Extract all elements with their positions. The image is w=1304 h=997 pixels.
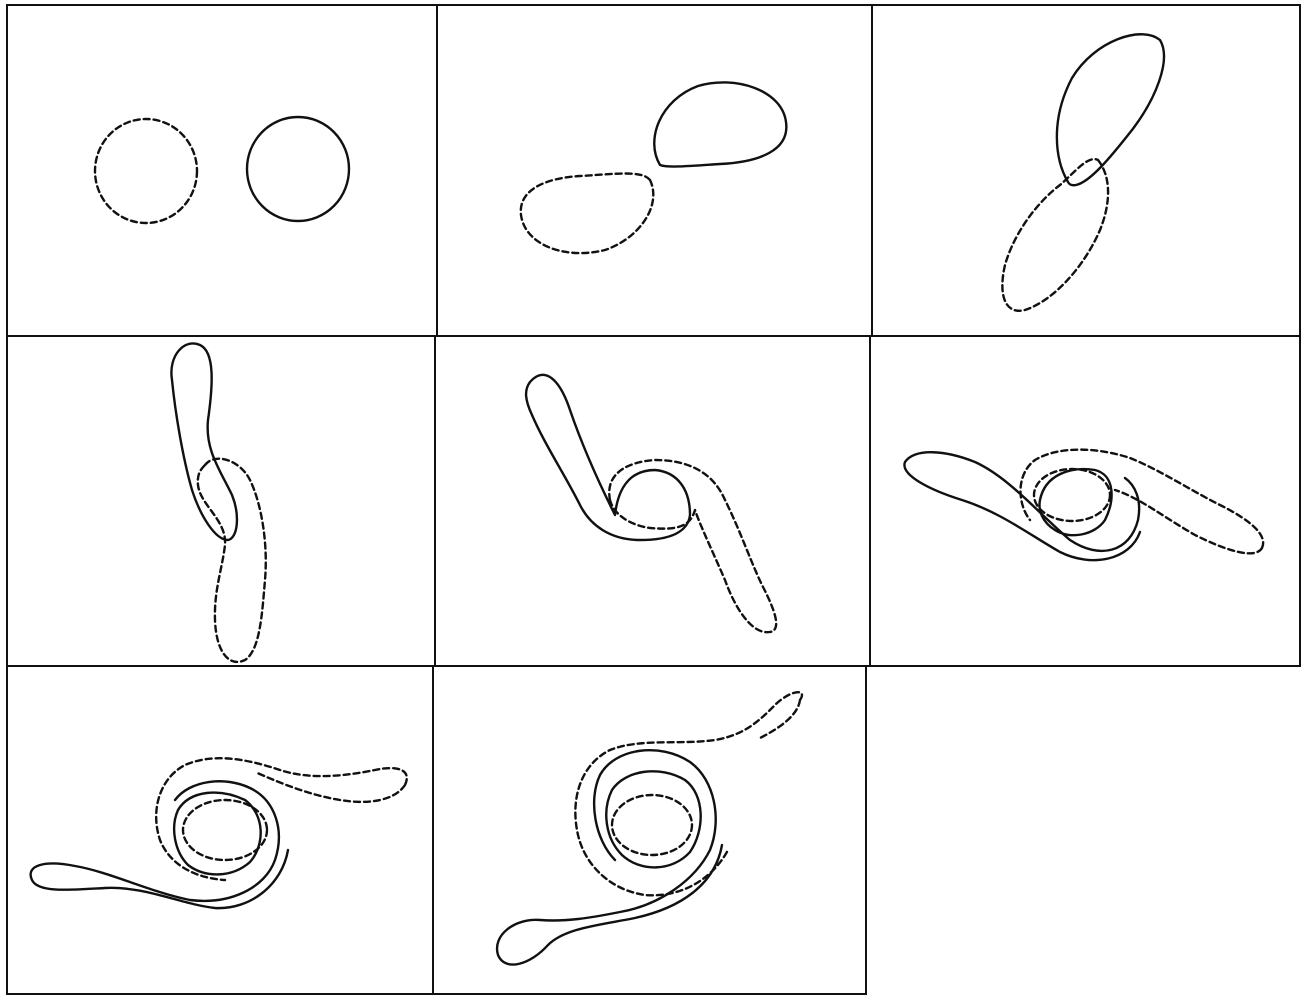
panel-3-solid-contour [1057,34,1164,185]
panel-7-frame [7,666,433,994]
panel-1-solid-contour [247,117,349,221]
panel-7-dashed-core [183,800,267,860]
panel-6-frame [870,336,1300,666]
panel-4-frame [7,336,435,666]
panel-5-solid-contour [526,375,690,540]
panel-8-dashed-core [612,795,692,855]
panel-4 [171,343,265,661]
panel-5-dashed-contour [609,460,776,632]
panel-1-frame [7,5,437,336]
panel-3 [1002,34,1164,311]
panel-8-solid-core [606,771,700,867]
panel-2-solid-contour [654,82,786,166]
panel-6 [904,450,1263,561]
panel-5 [526,375,776,632]
panel-4-dashed-contour [198,459,266,662]
panel-5-frame [435,336,870,666]
panel-8 [497,692,802,964]
panel-7-dashed-arm [156,758,407,880]
panel-6-dashed-arm [1020,450,1263,554]
panel-2-dashed-contour [521,174,654,254]
panel-2-frame [437,5,872,336]
panel-3-dashed-contour [1002,159,1108,311]
panel-4-solid-contour [171,343,237,540]
panel-1-dashed-contour [95,119,197,223]
panel-6-dashed-core [1034,469,1110,521]
panel-7 [31,758,407,908]
panel-1 [95,117,349,223]
panel-2 [521,82,787,253]
panel-3-frame [872,5,1300,336]
